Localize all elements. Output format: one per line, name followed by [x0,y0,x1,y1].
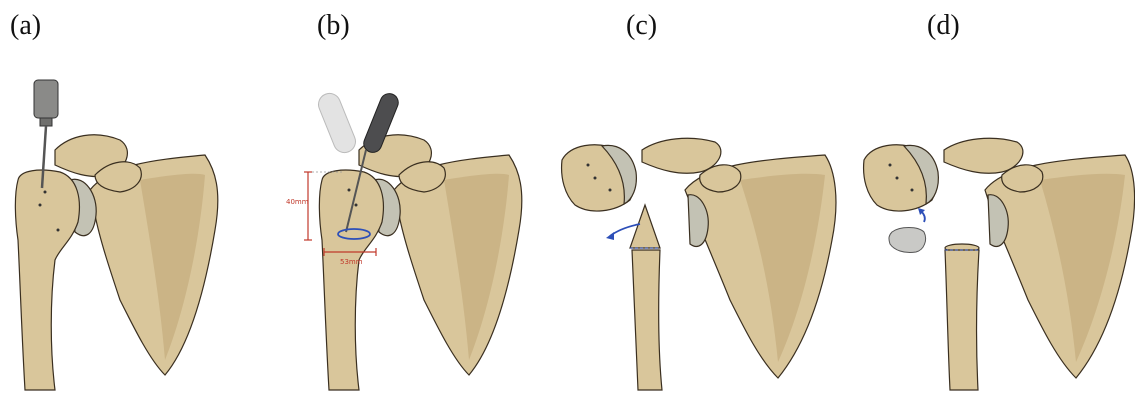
panel-a: (a) [0,0,284,402]
drill-chuck [34,80,58,118]
shoulder-illustration-a [0,0,284,402]
panel-c: (c) [560,0,860,402]
shoulder-illustration-b: 40mm 53mm [284,0,568,402]
humerus [319,170,383,390]
instrument-ghost [315,90,359,156]
panel-b: (b) 40mm 53mm [284,0,568,402]
humerus [15,170,79,390]
pin-hole [39,204,42,207]
panel-d: (d) [860,0,1135,402]
bone-graft [889,228,926,253]
acromion [944,138,1023,173]
pin-hole [44,191,47,194]
humerus-cone [630,205,660,248]
pin-hole [57,229,60,232]
height-label: 40mm [286,198,309,206]
shoulder-illustration-d [860,0,1135,402]
width-label: 53mm [340,258,363,266]
humerus-shaft [632,250,662,390]
humerus-shaft [945,250,979,390]
drill-collar [40,118,52,126]
shoulder-illustration-c [560,0,860,402]
acromion [642,138,721,173]
